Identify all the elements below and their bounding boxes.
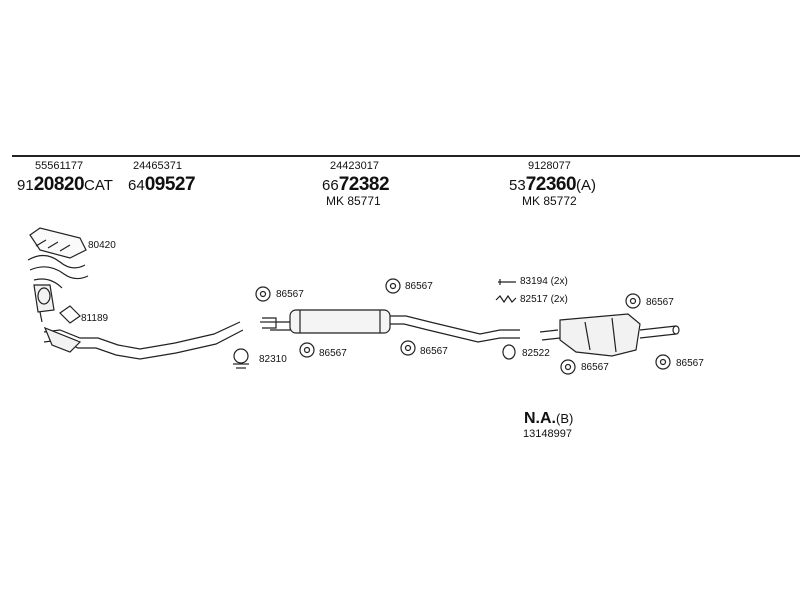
spring-icon (495, 294, 517, 304)
rubber-hanger-icon (560, 359, 576, 375)
part-label-83194: 83194 (2x) (520, 276, 568, 287)
exhaust-manifold-icon (27, 227, 89, 289)
part-number-6409527: 6409527 (128, 174, 196, 195)
part-label-86567: 86567 (405, 281, 433, 292)
part-label-80420: 80420 (88, 240, 116, 251)
not-available-label: N.A.(B) (524, 410, 574, 427)
part-label-86567: 86567 (276, 289, 304, 300)
front-pipe-icon (43, 321, 244, 360)
part-number-24423017: 24423017 (330, 160, 379, 172)
part-number-9128077: 9128077 (528, 160, 571, 172)
mounting-kit-85771: MK 85771 (326, 194, 381, 208)
part-label-82517: 82517 (2x) (520, 294, 568, 305)
part-label-86567: 86567 (676, 358, 704, 369)
part-number-13148997: 13148997 (523, 428, 572, 440)
catalytic-converter-icon (33, 284, 55, 323)
rear-silencer-icon (539, 313, 680, 357)
part-label-82522: 82522 (522, 348, 550, 359)
rubber-hanger-icon (655, 354, 671, 370)
rubber-hanger-icon (400, 340, 416, 356)
mounting-kit-85772: MK 85772 (522, 194, 577, 208)
part-number-6672382: 6672382 (322, 174, 390, 195)
gasket-ring-icon (502, 344, 516, 360)
part-number-9120820cat: 9120820CAT (17, 174, 113, 195)
rubber-hanger-icon (299, 342, 315, 358)
part-number-5372360a: 5372360(A) (509, 174, 597, 195)
part-label-86567: 86567 (581, 362, 609, 373)
rubber-hanger-icon (255, 286, 271, 302)
pipe-connector-icon (260, 317, 277, 329)
gasket-icon (59, 305, 81, 324)
part-label-86567: 86567 (420, 346, 448, 357)
part-label-81189: 81189 (81, 313, 109, 324)
part-number-24465371: 24465371 (133, 160, 182, 172)
rubber-hanger-icon (385, 278, 401, 294)
part-label-86567: 86567 (646, 297, 674, 308)
part-label-86567: 86567 (319, 348, 347, 359)
part-label-82310: 82310 (259, 354, 287, 365)
header-divider-line (12, 155, 800, 157)
rubber-hanger-icon (625, 293, 641, 309)
part-number-55561177: 55561177 (35, 160, 84, 172)
centre-silencer-icon (270, 309, 520, 343)
clamp-icon (233, 348, 249, 369)
bolt-icon (498, 279, 516, 285)
